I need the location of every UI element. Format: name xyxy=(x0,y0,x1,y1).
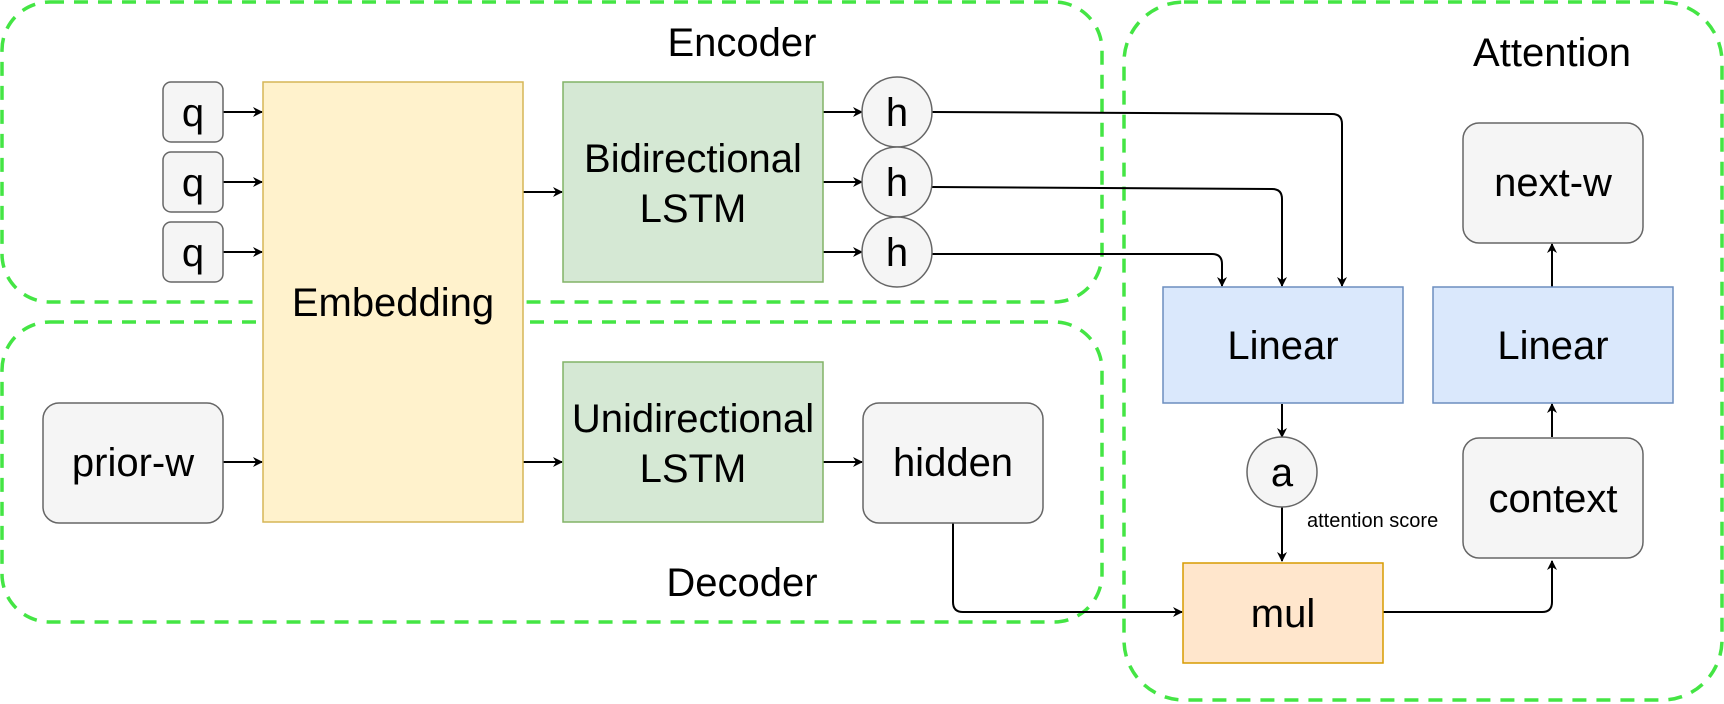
query-node-3-label: q xyxy=(182,231,204,275)
edges xyxy=(223,107,1557,617)
embedding-node xyxy=(262,81,524,523)
edge-mul-context xyxy=(1383,560,1557,613)
bidirectional-lstm-label-line2: LSTM xyxy=(640,187,747,231)
unidirectional-lstm-node xyxy=(562,361,824,523)
attention-title: Attention xyxy=(1473,31,1631,75)
unidirectional-lstm-label-line1: Unidirectional xyxy=(572,397,814,441)
edge-h2-linear xyxy=(931,186,1287,287)
query-node-1 xyxy=(162,81,224,143)
encoder-title: Encoder xyxy=(668,21,817,65)
context-label: context xyxy=(1489,477,1618,521)
edge-h1-linear xyxy=(931,111,1347,287)
bidirectional-lstm-label-line1: Bidirectional xyxy=(584,137,802,181)
query-node-2-label: q xyxy=(182,161,204,205)
edge-h3-linear xyxy=(932,253,1227,287)
next-word-node xyxy=(1462,122,1644,244)
embedding-label: Embedding xyxy=(292,281,494,325)
decoder-hidden-node xyxy=(862,402,1044,524)
attention-weight-circle xyxy=(1246,436,1318,508)
edge-hidden-mul xyxy=(952,522,1183,617)
hidden-state-circle-2-label: h xyxy=(886,161,908,205)
decoder-hidden-label: hidden xyxy=(893,441,1013,485)
mul-label: mul xyxy=(1251,592,1315,636)
query-node-1-label: q xyxy=(182,91,204,135)
bidirectional-lstm-node xyxy=(562,81,824,283)
query-node-3 xyxy=(162,221,224,283)
next-word-label: next-w xyxy=(1494,161,1612,205)
query-node-2 xyxy=(162,151,224,213)
prior-word-node xyxy=(42,402,224,524)
attention-linear-node xyxy=(1162,286,1404,404)
decoder-region xyxy=(0,320,1104,624)
hidden-state-circle-1-label: h xyxy=(886,91,908,135)
attention-linear-label: Linear xyxy=(1227,324,1338,368)
decoder-title: Decoder xyxy=(666,561,817,605)
output-linear-label: Linear xyxy=(1497,324,1608,368)
attention-score-annotation: attention score xyxy=(1307,510,1438,532)
context-node xyxy=(1462,437,1644,559)
hidden-state-circle-3 xyxy=(861,216,933,288)
output-linear-node xyxy=(1432,286,1674,404)
attention-weight-label: a xyxy=(1271,451,1294,495)
hidden-state-circle-3-label: h xyxy=(886,231,908,275)
prior-word-label: prior-w xyxy=(72,441,194,485)
mul-node xyxy=(1182,562,1384,664)
encoder-region xyxy=(0,0,1104,304)
unidirectional-lstm-label-line2: LSTM xyxy=(640,447,747,491)
